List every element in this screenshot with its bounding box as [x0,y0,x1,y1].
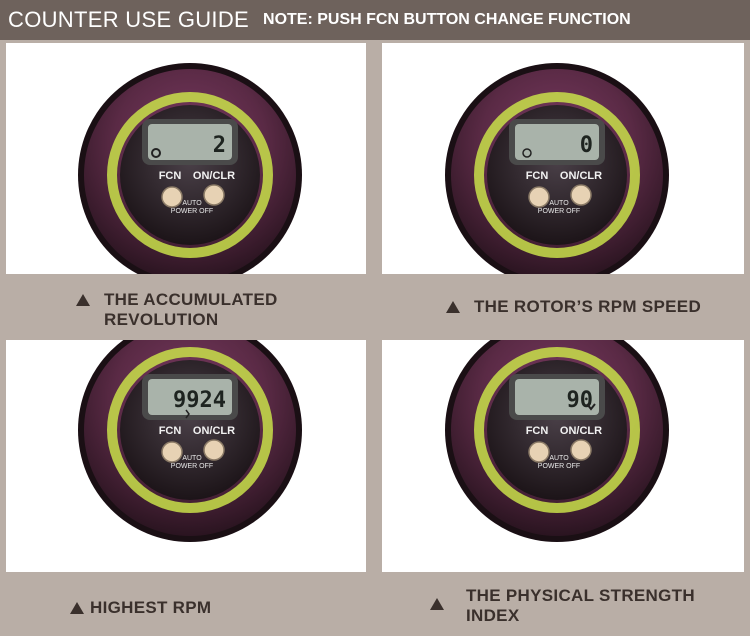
glow-ring [474,92,640,258]
lcd-readout: 9924 [173,388,226,413]
onclr-button [203,184,225,206]
caption-accumulated-revolution: THE ACCUMULATED REVOLUTION [76,290,336,330]
auto-label: AUTO [549,455,569,462]
triangle-icon [70,602,84,614]
caption-text: THE ACCUMULATED REVOLUTION [104,290,278,329]
lcd-screen [148,124,232,160]
fcn-label: FCN [526,170,549,182]
lcd-screen [515,379,599,415]
triangle-icon [430,598,444,610]
glow-ring [107,92,273,258]
fcn-button [528,441,550,463]
lcd-readout: 90 [567,388,594,413]
onclr-label: ON/CLR [193,425,235,437]
auto-label: AUTO [182,455,202,462]
auto-label: AUTO [182,200,202,207]
caption-strength-index: THE PHYSICAL STRENGTH INDEX [430,586,740,626]
ring-icon [522,148,532,158]
auto-label: AUTO [549,200,569,207]
lcd-readout: 2 [213,133,226,158]
header-bar: COUNTER USE GUIDE NOTE: PUSH FCN BUTTON … [0,0,750,40]
gear-icon [151,148,161,158]
wave-icon [185,409,190,419]
onclr-label: ON/CLR [193,170,235,182]
fcn-label: FCN [159,425,182,437]
guide-title: COUNTER USE GUIDE [8,7,250,32]
lcd-screen [148,379,232,415]
fcn-button [161,441,183,463]
caption-text: THE PHYSICAL STRENGTH INDEX [466,586,695,625]
caption-rotor-rpm: THE ROTOR’S RPM SPEED [446,297,746,317]
triangle-icon [76,294,90,306]
onclr-button [203,439,225,461]
glow-ring [474,347,640,513]
caption-highest-rpm: HIGHEST RPM [70,598,330,618]
fcn-label: FCN [526,425,549,437]
onclr-button [570,184,592,206]
fcn-label: FCN [159,170,182,182]
power-off-label: POWER OFF [171,208,213,215]
onclr-label: ON/CLR [560,425,602,437]
power-off-label: POWER OFF [538,463,580,470]
heart-icon [586,403,596,411]
power-off-label: POWER OFF [171,463,213,470]
caption-text: THE ROTOR’S RPM SPEED [474,297,702,316]
triangle-icon [446,301,460,313]
fcn-button [528,186,550,208]
caption-text: HIGHEST RPM [90,598,212,617]
lcd-screen [515,124,599,160]
onclr-button [570,439,592,461]
fcn-button [161,186,183,208]
guide-note: NOTE: PUSH FCN BUTTON CHANGE FUNCTION [263,11,631,28]
glow-ring [107,347,273,513]
lcd-readout: 0 [580,133,593,158]
onclr-label: ON/CLR [560,170,602,182]
power-off-label: POWER OFF [538,208,580,215]
